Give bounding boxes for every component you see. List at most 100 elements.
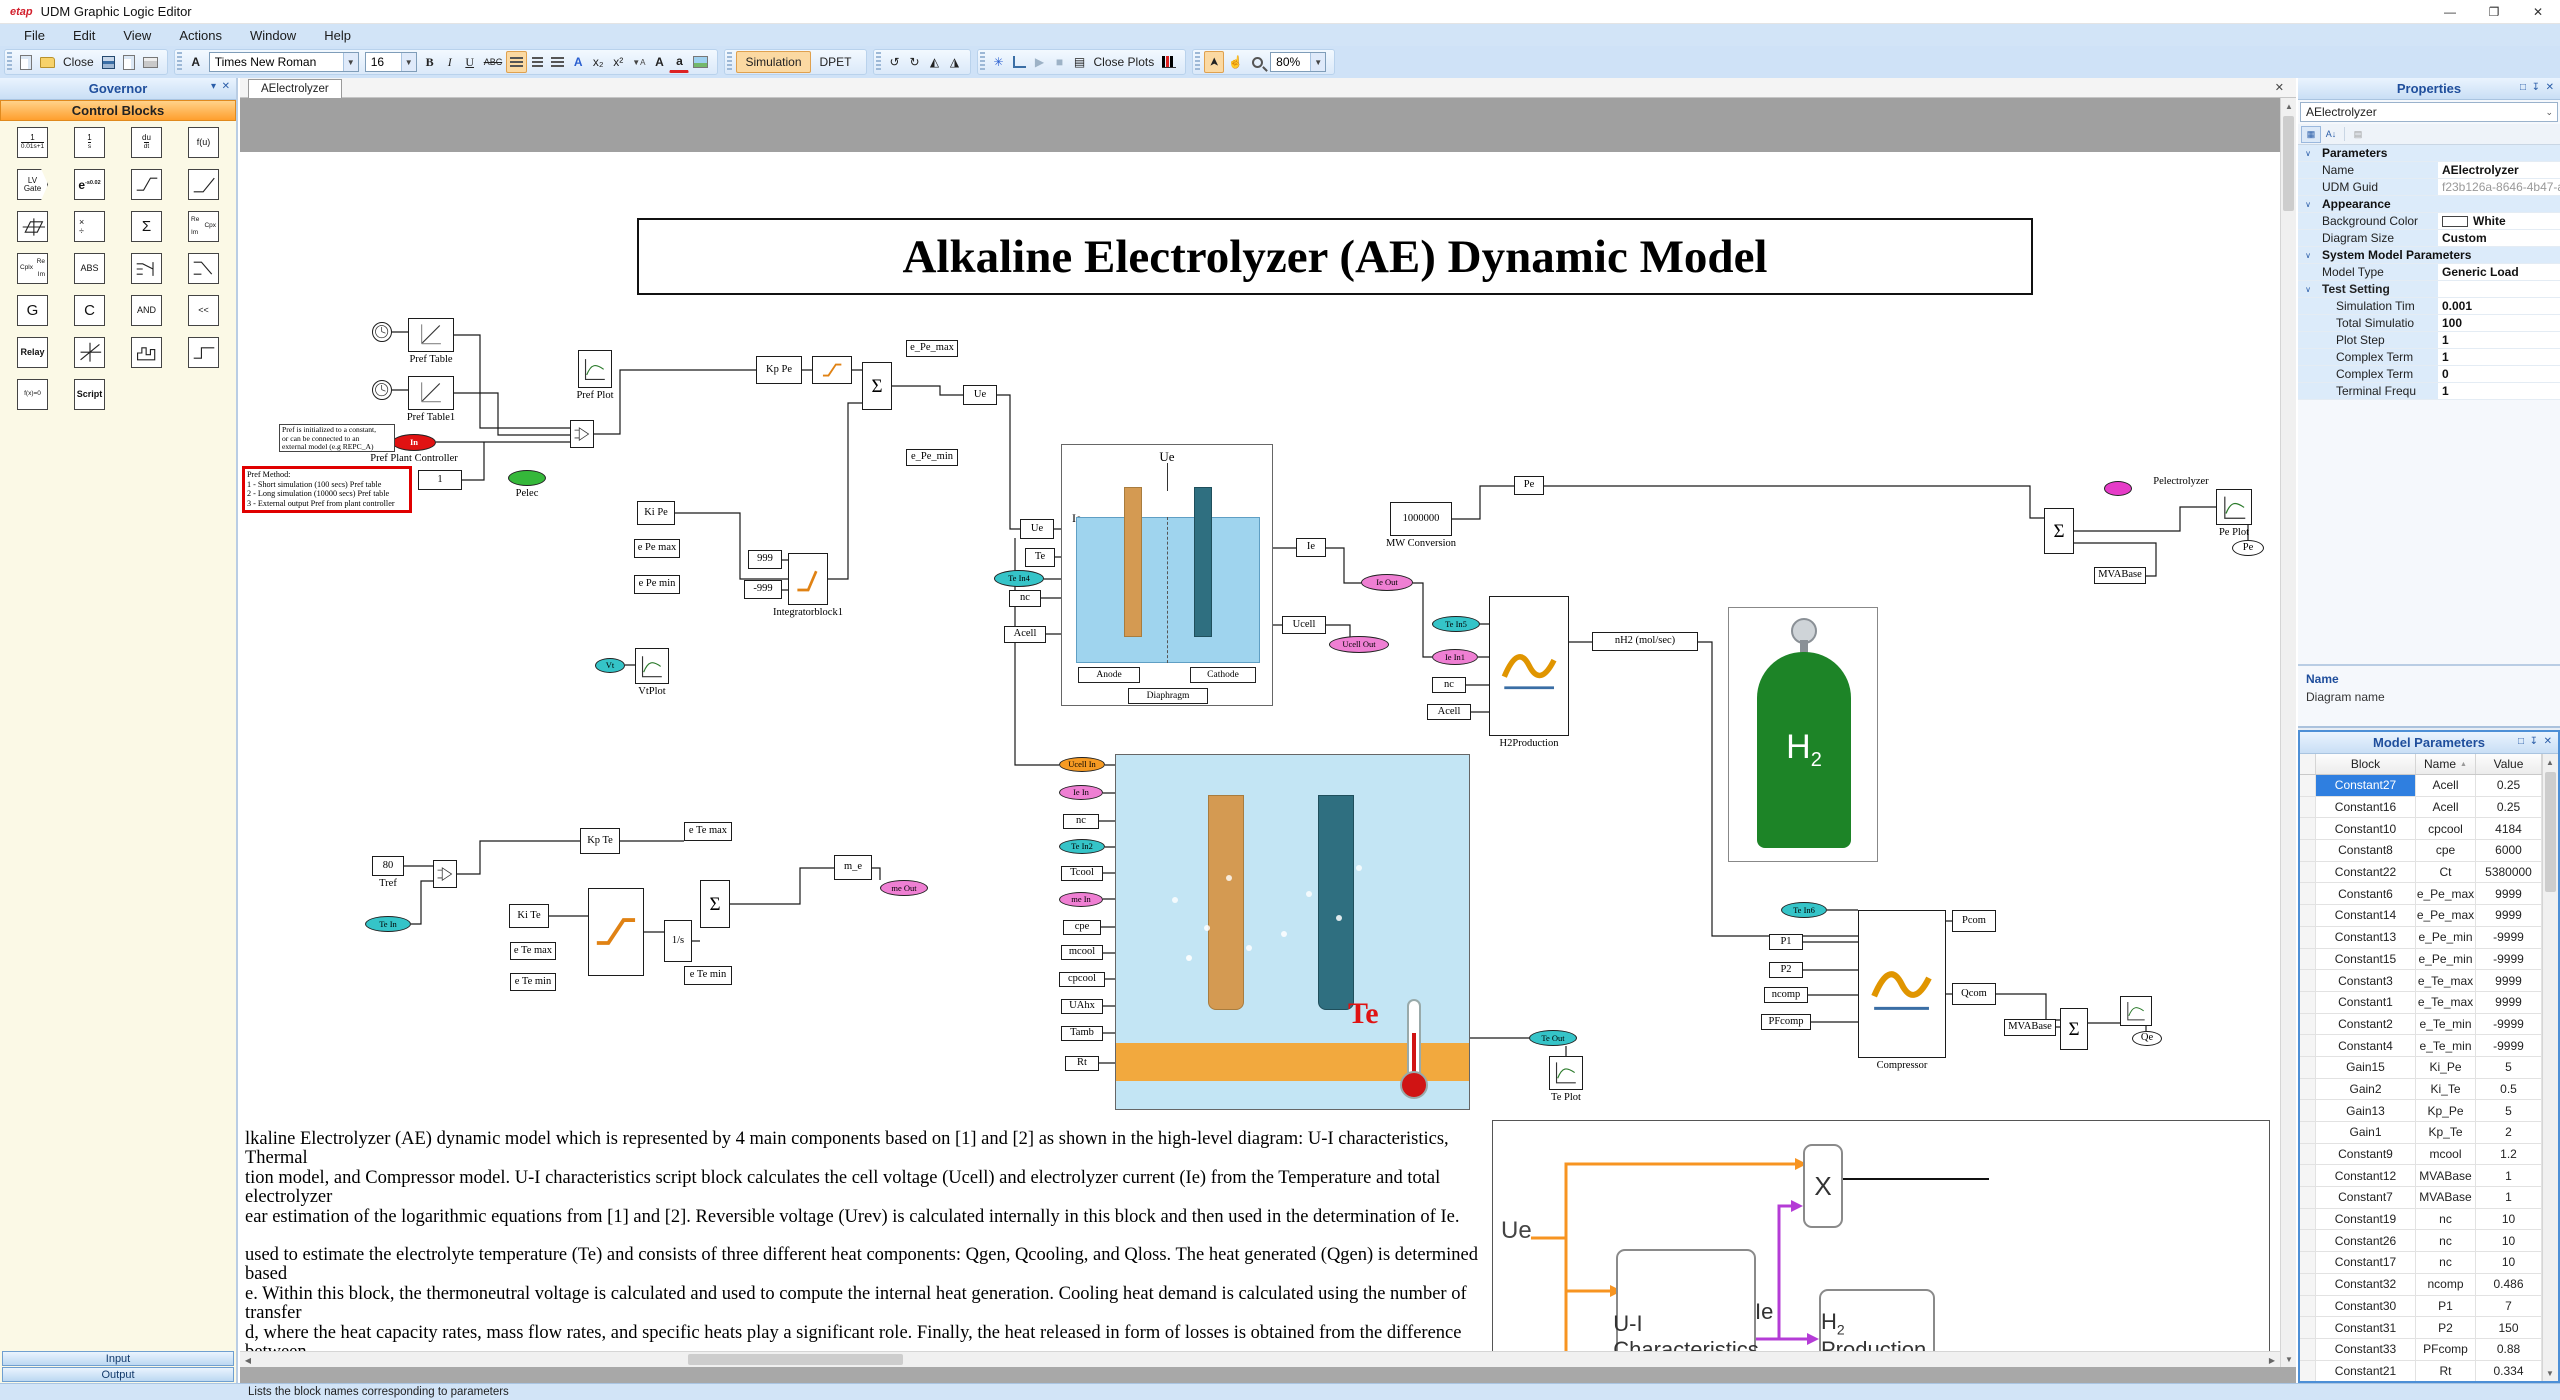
zoom-level-combo[interactable]: 80%▼ [1270,52,1327,72]
pointer-tool-button[interactable]: ➤ [1204,51,1225,73]
property-pages-button[interactable]: ▤ [2353,128,2363,139]
palette-block-dead[interactable] [188,337,219,368]
row-selector[interactable] [2300,905,2316,926]
cell-value[interactable]: 9999 [2476,883,2542,905]
node-ue[interactable]: Ue [1020,519,1054,539]
cell-name[interactable]: cpcool [2416,818,2476,840]
node-kp-pe[interactable]: Kp Pe [756,356,802,384]
close-plots-button[interactable]: Close Plots [1093,55,1155,69]
cell-name[interactable]: MVABase [2416,1165,2476,1187]
menu-help[interactable]: Help [324,27,351,43]
cell-block[interactable]: Constant1 [2316,991,2416,1013]
cell-value[interactable]: 5 [2476,1056,2542,1078]
palette-block-axes[interactable] [74,337,105,368]
cell-value[interactable]: 4184 [2476,818,2542,840]
cell-value[interactable]: -9999 [2476,948,2542,970]
close-document-button[interactable]: Close [63,55,94,69]
row-selector[interactable] [2300,926,2316,948]
grow-font-button[interactable]: A [655,55,664,69]
maximize-button[interactable]: ❐ [2488,5,2500,19]
cell-block[interactable]: Constant14 [2316,905,2416,926]
cell-value[interactable]: -9999 [2476,1035,2542,1056]
cell-name[interactable]: P1 [2416,1295,2476,1317]
align-left-button[interactable] [506,51,528,73]
superscript-button[interactable]: x² [613,55,624,69]
node-te-in6[interactable]: Te In6 [1781,902,1827,918]
node-circle[interactable] [372,322,392,342]
hydrogen-tank-image[interactable]: H2 [1728,607,1878,862]
drag-handle[interactable] [875,52,881,72]
palette-block-g[interactable]: G [17,295,48,326]
node-pref-table1[interactable] [408,376,454,410]
font-family-combo[interactable]: Times New Roman▼ [208,52,359,72]
cell-block[interactable]: Constant10 [2316,818,2416,840]
cell-value[interactable]: 0.5 [2476,1078,2542,1100]
cell-name[interactable]: P2 [2416,1317,2476,1338]
node-me-out[interactable]: me Out [880,880,928,896]
row-selector[interactable] [2300,1338,2316,1360]
rotate-right-button[interactable]: ↻ [905,51,925,73]
node-nc[interactable]: nc [1063,814,1099,829]
node-sat[interactable] [812,356,852,384]
pan-tool-button[interactable]: ☝ [1224,51,1247,73]
node-uahx[interactable]: UAhx [1061,999,1103,1014]
cell-block[interactable]: Constant19 [2316,1208,2416,1230]
palette-block-fu[interactable]: f(u) [188,127,219,158]
row-selector[interactable] [2300,1230,2316,1252]
cell-name[interactable]: e_Pe_min [2416,926,2476,948]
cell-name[interactable]: e_Te_max [2416,991,2476,1013]
property-value[interactable]: 1 [2438,383,2560,399]
cell-block[interactable]: Constant3 [2316,970,2416,991]
text-tool-button[interactable]: A [191,55,201,69]
sort-az-button[interactable]: A↓ [2325,129,2337,139]
underline-button[interactable]: U [465,54,475,69]
node-ie-out[interactable]: Ie Out [1361,574,1413,591]
node-e-pe-min[interactable]: e Pe min [634,575,680,594]
node-ki-te[interactable]: Ki Te [509,904,549,928]
cell-name[interactable]: Kp_Te [2416,1122,2476,1143]
scroll-right-icon[interactable]: ▶ [2268,1355,2276,1365]
node-mcool[interactable]: mcool [1061,945,1103,960]
palette-block-abs[interactable]: ABS [74,253,105,284]
row-selector[interactable] [2300,1187,2316,1208]
tab-aelectrolyzer[interactable]: AElectrolyzer [248,79,342,98]
palette-block-fx0[interactable]: f(x)=0 [17,379,48,410]
node-ie-in[interactable]: Ie In [1059,785,1103,800]
hscroll-thumb[interactable] [688,1354,903,1365]
scroll-up-icon[interactable]: ▲ [2546,757,2554,767]
shrink-font-button[interactable]: ▼A [632,57,646,67]
node-tcool[interactable]: Tcool [1061,866,1103,881]
expander[interactable]: ∨ [2298,281,2318,297]
node-pe[interactable]: Pe [2232,540,2264,556]
cell-value[interactable]: 0.25 [2476,775,2542,796]
cell-block[interactable]: Constant8 [2316,840,2416,861]
palette-block-e[interactable]: e-s0.02 [74,169,105,200]
control-blocks-header[interactable]: Control Blocks [0,100,236,121]
input-button[interactable]: Input [2,1351,234,1366]
close-icon[interactable]: ✕ [2543,736,2552,747]
palette-block-[interactable]: << [188,295,219,326]
node-mux[interactable] [433,860,457,888]
cell-name[interactable]: Ki_Pe [2416,1056,2476,1078]
node-ucell[interactable]: Ucell [1282,616,1326,634]
property-value[interactable]: f23b126a-8646-4b47-a2b5- [2438,179,2560,195]
insert-image-button[interactable] [689,51,712,73]
cell-block[interactable]: Constant16 [2316,796,2416,818]
row-selector[interactable] [2300,991,2316,1013]
column-header-block[interactable]: Block [2316,754,2416,774]
row-selector[interactable] [2300,948,2316,970]
row-selector[interactable] [2300,818,2316,840]
